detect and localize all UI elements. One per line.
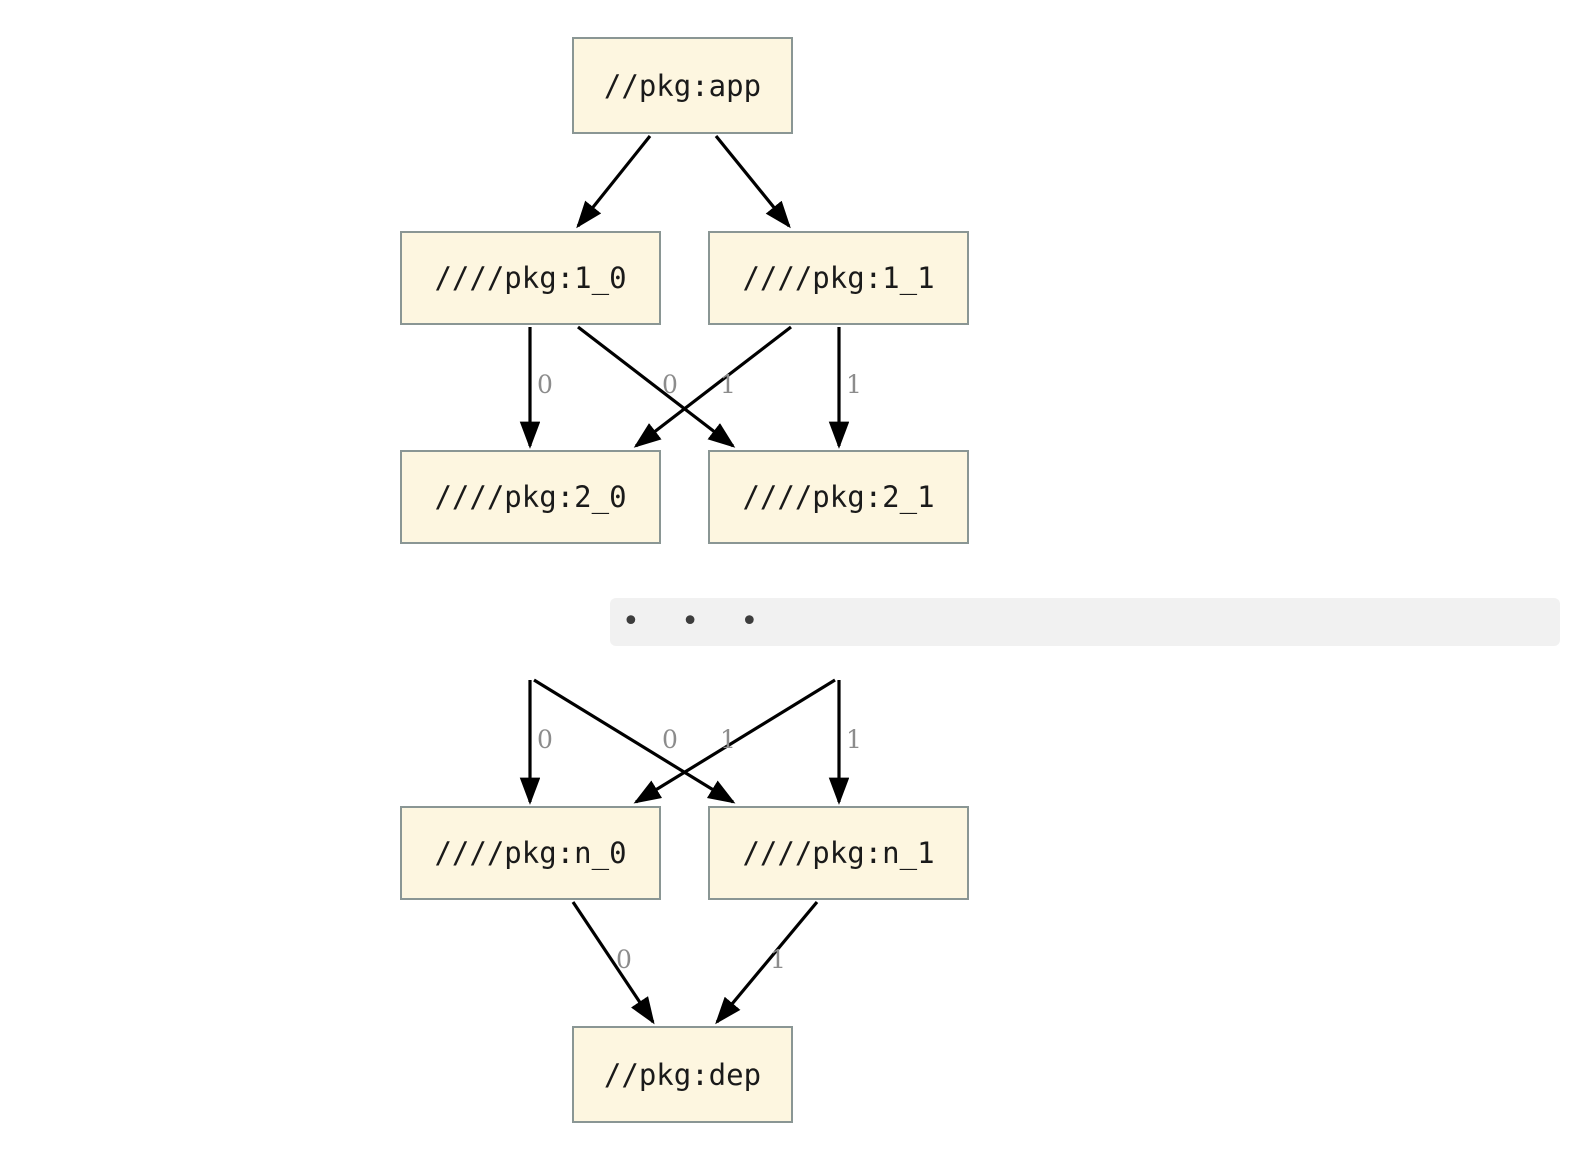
edge-label-e-y-n_1: 1 [846, 725, 862, 754]
e-x-n_1a [533, 678, 736, 804]
node-n1_1[interactable]: ////pkg:1_1 [708, 231, 969, 325]
edge-label-e-x-n_0: 0 [537, 725, 553, 754]
node-label: ////pkg:1_0 [434, 261, 627, 295]
node-label: ////pkg:n_1 [742, 836, 935, 870]
edge-label-e-1_1-2_0: 1 [720, 370, 736, 399]
node-label: //pkg:dep [603, 1057, 762, 1092]
node-label: ////pkg:2_1 [742, 480, 935, 514]
node-nn_0[interactable]: ////pkg:n_0 [400, 806, 661, 900]
e-n_0-dep [571, 901, 655, 1025]
node-label: ////pkg:2_0 [434, 480, 627, 514]
ellipsis-dots: • • • [622, 604, 775, 639]
e-1_1-2_0 [633, 325, 792, 448]
node-label: ////pkg:1_1 [742, 261, 935, 295]
node-n2_1[interactable]: ////pkg:2_1 [708, 450, 969, 544]
e-1_0-2_1 [577, 325, 736, 448]
node-nn_1[interactable]: ////pkg:n_1 [708, 806, 969, 900]
e-app-1_1 [714, 134, 791, 229]
ellipsis-separator: • • • [610, 598, 1560, 646]
edge-label-e-n_0-dep: 0 [616, 945, 632, 974]
node-dep[interactable]: //pkg:dep [572, 1026, 793, 1123]
edge-label-e-1_0-2_0: 0 [537, 370, 553, 399]
node-n1_0[interactable]: ////pkg:1_0 [400, 231, 661, 325]
node-label: //pkg:app [603, 68, 762, 103]
node-n2_0[interactable]: ////pkg:2_0 [400, 450, 661, 544]
e-app-1_0 [576, 135, 652, 229]
edge-label-e-1_0-2_1: 0 [662, 370, 678, 399]
edge-label-e-y-n_0: 1 [720, 725, 736, 754]
node-label: ////pkg:n_0 [434, 836, 627, 870]
edge-label-e-1_1-2_1: 1 [846, 370, 862, 399]
edge-label-e-x-n_1a: 0 [662, 725, 678, 754]
edge-label-e-n_1-dep: 1 [770, 945, 786, 974]
node-app[interactable]: //pkg:app [572, 37, 793, 134]
e-n_1-dep [715, 900, 819, 1025]
